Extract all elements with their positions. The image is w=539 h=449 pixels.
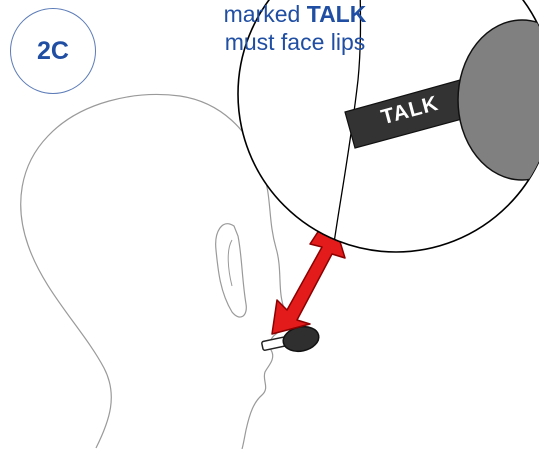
caption-line-1-prefix: marked xyxy=(224,1,307,27)
step-badge: 2C xyxy=(10,8,96,94)
caption-line-1-emphasis: TALK xyxy=(307,1,367,27)
caption-line-2: must face lips xyxy=(150,28,440,56)
step-label: 2C xyxy=(11,9,95,93)
caption-line-1: marked TALK xyxy=(150,0,440,28)
ear-inner-icon xyxy=(228,240,232,286)
ear-icon xyxy=(216,224,247,317)
instruction-caption: marked TALK must face lips xyxy=(150,0,440,56)
head-outline-icon xyxy=(21,95,284,449)
